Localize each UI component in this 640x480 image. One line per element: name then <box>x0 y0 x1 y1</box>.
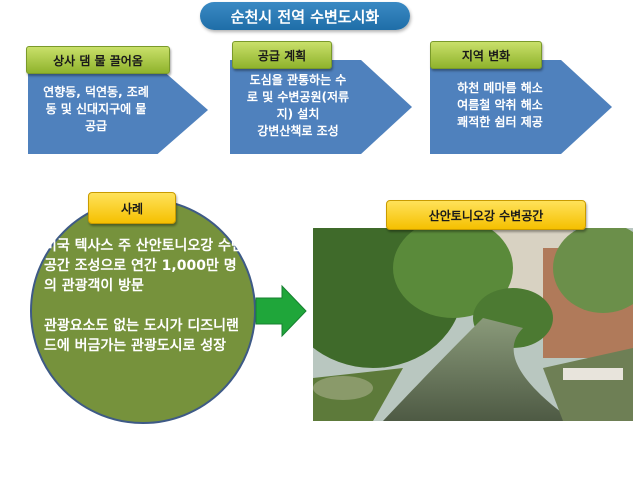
step-3-line: 하천 메마름 해소 <box>457 81 543 95</box>
step-arrow-1: 연향동, 덕연동, 조례 동 및 신대지구에 물 공급 <box>28 66 208 154</box>
step-1-line: 공급 <box>84 119 108 133</box>
step-2-line: 지) 설치 <box>276 107 320 121</box>
page-title: 순천시 전역 수변도시화 <box>200 2 410 30</box>
step-2-line: 도심을 관통하는 수 <box>249 73 347 87</box>
green-arrow-icon <box>255 284 307 338</box>
photo-label: 산안토니오강 수변공간 <box>386 200 586 230</box>
case-paragraph-1: 미국 텍사스 주 산안토니오강 수변공간 조성으로 연간 1,000만 명의 관… <box>44 238 244 294</box>
step-1-header: 상사 댐 물 끌어옴 <box>26 46 170 74</box>
step-2-line: 로 및 수변공원(저류 <box>246 90 350 104</box>
river-photo <box>313 228 633 421</box>
step-arrow-2: 도심을 관통하는 수 로 및 수변공원(저류 지) 설치 강변산책로 조성 <box>230 60 412 154</box>
case-circle <box>30 198 256 424</box>
case-label: 사례 <box>88 192 176 224</box>
step-arrow-3: 하천 메마름 해소 여름철 악취 해소 쾌적한 쉼터 제공 <box>430 60 612 154</box>
step-3-header: 지역 변화 <box>430 41 542 69</box>
step-1-line: 동 및 신대지구에 물 <box>45 102 147 116</box>
step-3-line: 여름철 악취 해소 <box>457 98 543 112</box>
case-paragraph-2: 관광요소도 없는 도시가 디즈니랜드에 버금가는 관광도시로 성장 <box>44 318 239 354</box>
step-1-line: 연향동, 덕연동, 조례 <box>43 85 149 99</box>
step-2-header: 공급 계획 <box>232 41 332 69</box>
step-2-line: 강변산책로 조성 <box>257 124 339 138</box>
case-text: 미국 텍사스 주 산안토니오강 수변공간 조성으로 연간 1,000만 명의 관… <box>44 236 244 356</box>
step-3-line: 쾌적한 쉼터 제공 <box>457 115 543 129</box>
